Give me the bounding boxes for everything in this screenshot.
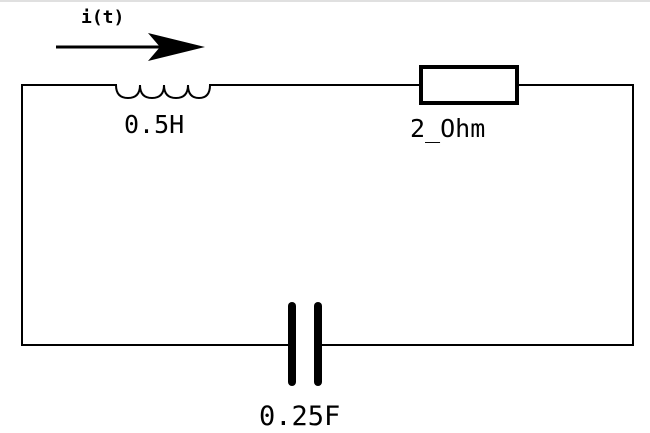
resistor-label: 2_Ohm — [410, 114, 485, 143]
current-arrow — [56, 33, 205, 61]
current-arrow-head-icon — [148, 33, 205, 61]
resistor-icon — [419, 65, 519, 105]
inductor-label: 0.5H — [124, 110, 184, 139]
current-label: i(t) — [81, 7, 124, 28]
capacitor-label: 0.25F — [259, 401, 340, 432]
capacitor-icon — [288, 302, 322, 386]
inductor-coil-icon — [115, 84, 211, 100]
